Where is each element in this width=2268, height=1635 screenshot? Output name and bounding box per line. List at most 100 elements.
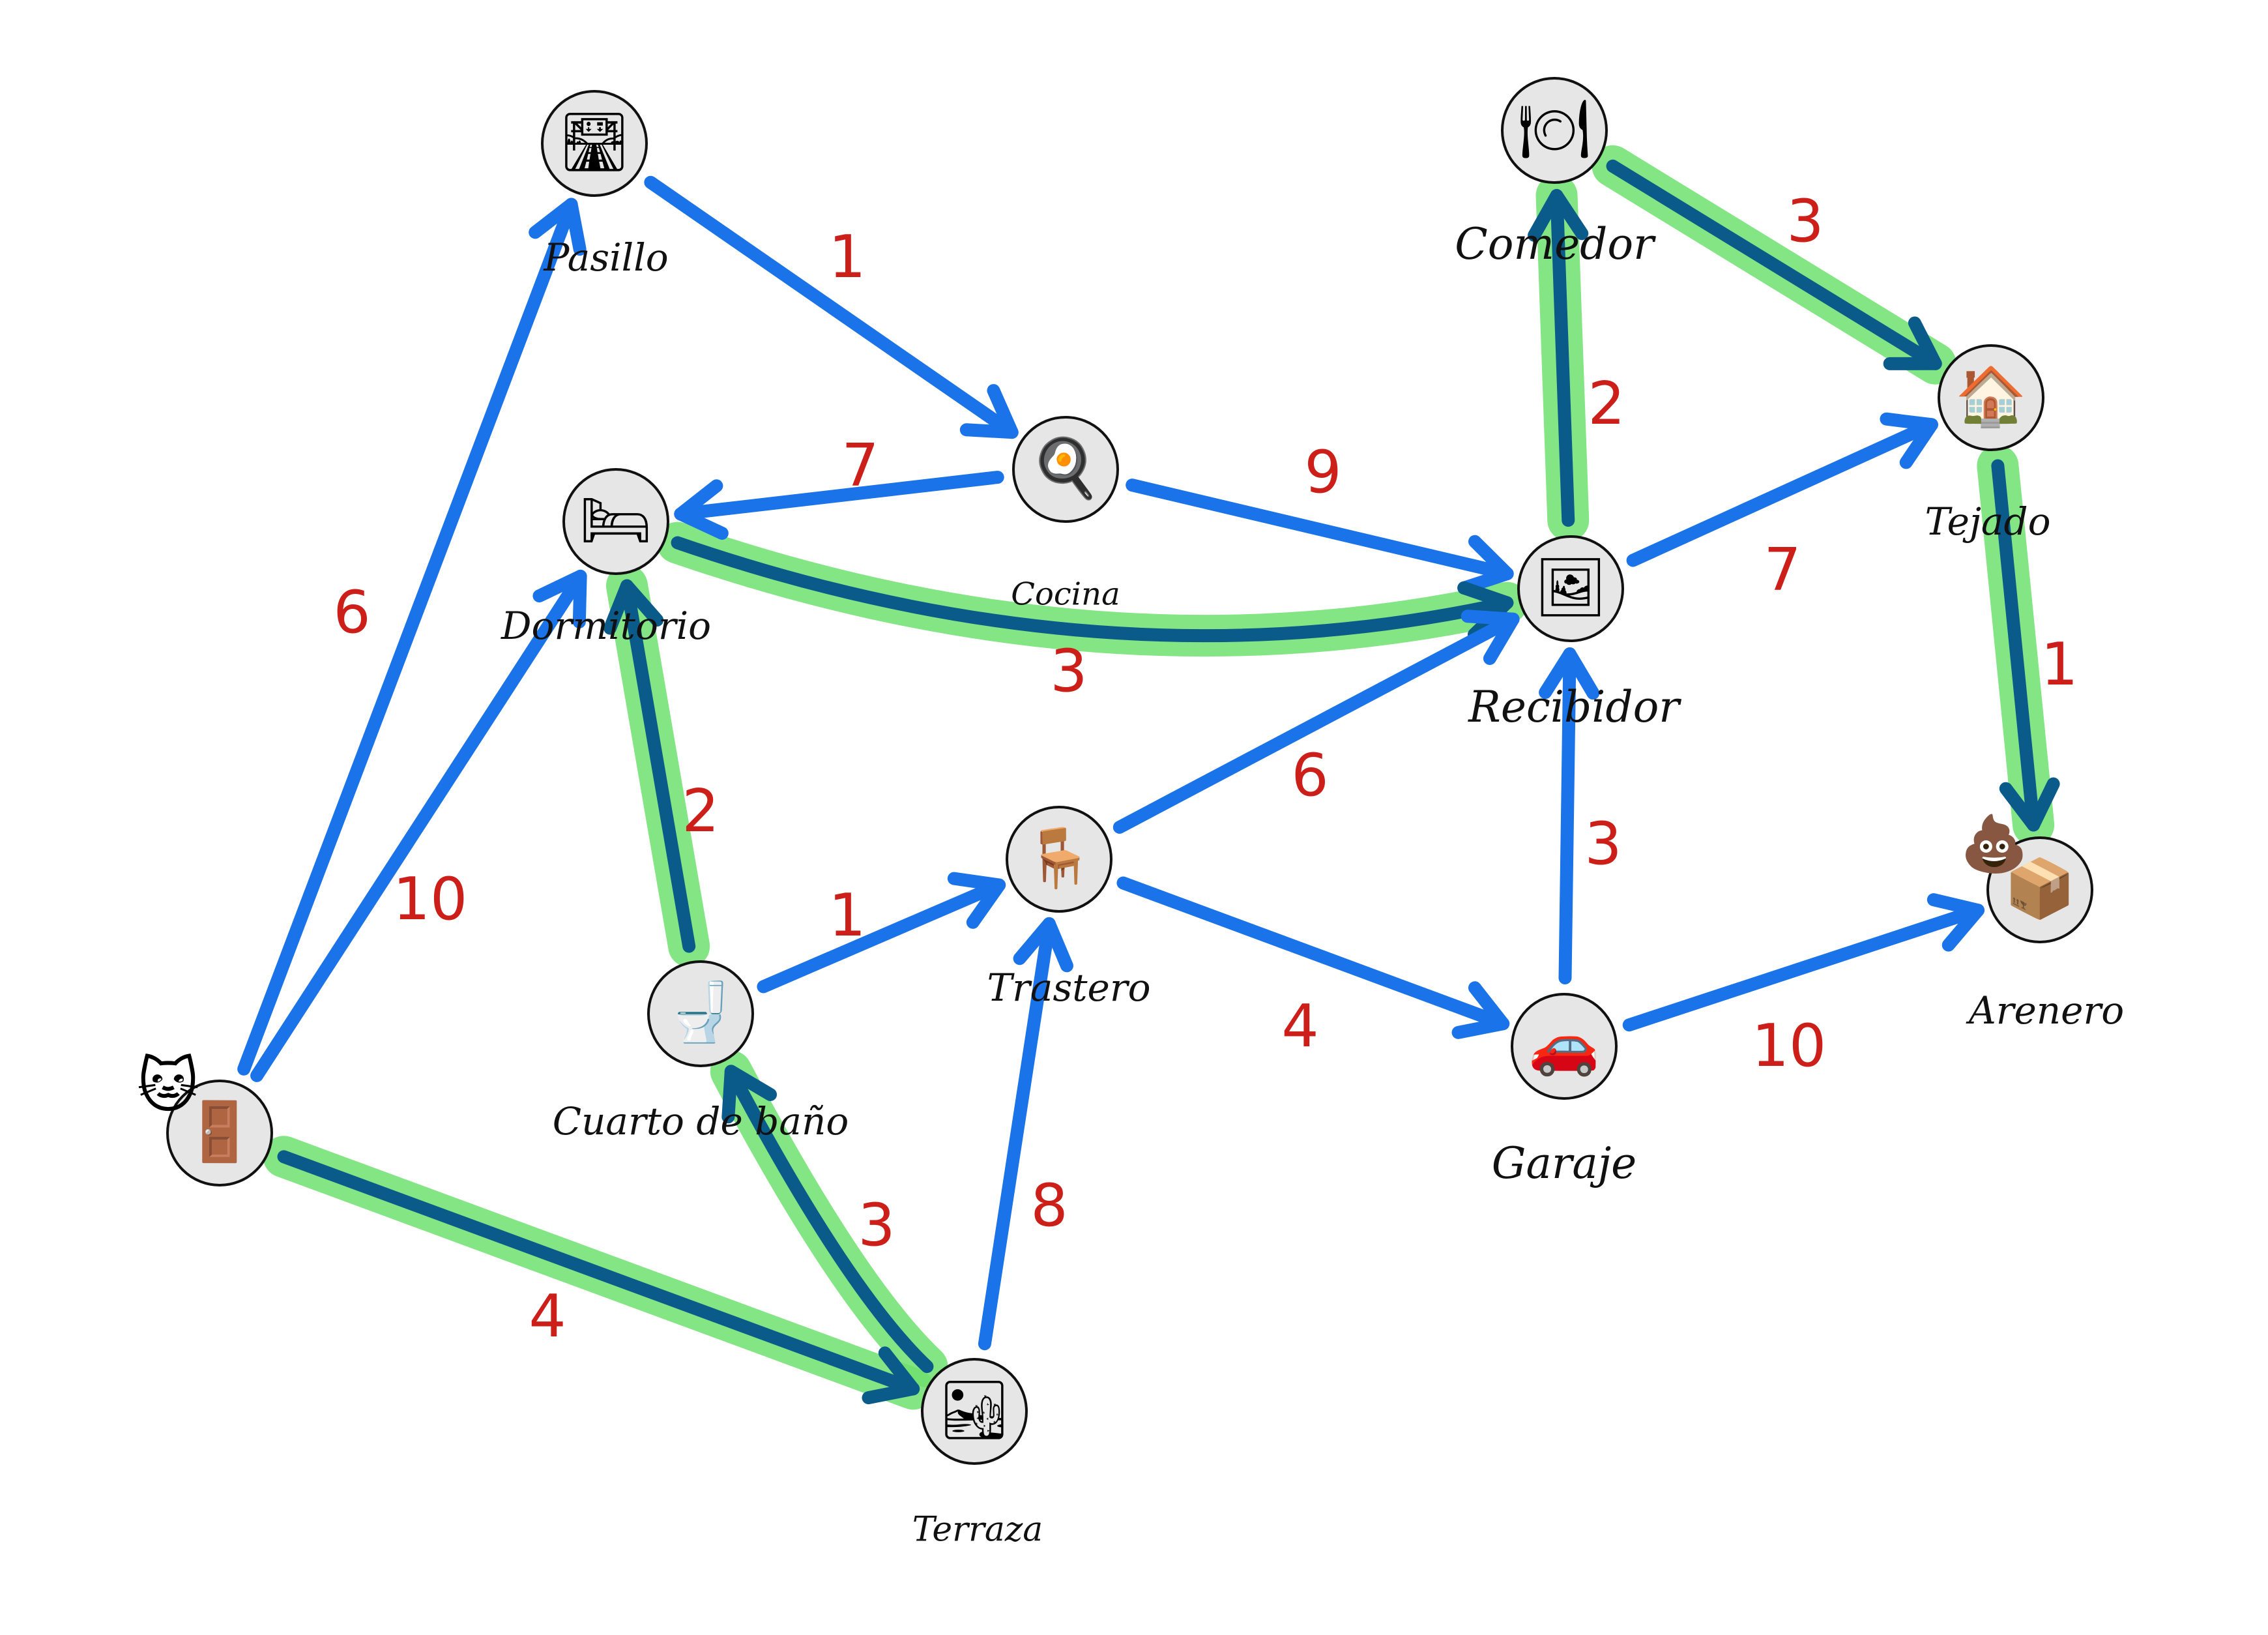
edge-entrada-pasillo xyxy=(237,198,578,1076)
edge-weight-comedor-tejado: 3 xyxy=(1786,187,1824,256)
fork-knife-plate-icon: 🍽 xyxy=(1518,95,1591,162)
edge-weight-tejado-arenero: 1 xyxy=(2041,630,2078,699)
edge-weight-entrada-dormitorio: 10 xyxy=(393,865,468,934)
arrowhead-recibidor-comedor xyxy=(1528,188,1589,242)
car-icon: 🚗 xyxy=(1528,1011,1600,1078)
edge-weight-dormitorio-recibidor: 3 xyxy=(1050,637,1087,705)
edge-cocina-recibidor xyxy=(1126,479,1514,581)
arrowhead-entrada-dormitorio xyxy=(532,569,587,628)
edge-bano-trastero xyxy=(757,878,1006,994)
house-icon: 🏠 xyxy=(1955,362,2027,430)
edge-recibidor-tejado xyxy=(1626,418,1938,567)
highway-icon: 🛣 xyxy=(558,108,631,175)
arrowhead-trastero-recibidor xyxy=(1461,610,1520,665)
edge-entrada-dormitorio xyxy=(250,569,587,1082)
nodes: 🚪 🛣 🛏 🍳 🖼 🍽 🏠 📦 🪑 🚽 🚗 🏜 xyxy=(166,77,2093,1465)
edge-weight-garaje-recibidor: 3 xyxy=(1584,810,1621,878)
node-label-garaje: Garaje xyxy=(1492,1138,1637,1188)
node-pasillo: 🛣 xyxy=(541,90,648,197)
edge-garaje-arenero xyxy=(1622,904,1984,1032)
shortest-path-highlight xyxy=(263,145,2055,1410)
node-label-bano: Cuarto de baño xyxy=(553,1099,849,1143)
node-trastero: 🪑 xyxy=(1006,806,1112,913)
edge-cocina-dormitorio xyxy=(674,471,1004,521)
node-label-terraza: Terraza xyxy=(912,1510,1043,1550)
node-label-recibidor: Recibidor xyxy=(1468,682,1681,732)
edge-tejado-arenero xyxy=(1991,459,2041,832)
node-arenero: 📦 xyxy=(1986,836,2093,943)
edge-entrada-terraza xyxy=(277,1150,920,1396)
edge-trastero-garaje xyxy=(1116,876,1510,1031)
node-label-tejado: Tejado xyxy=(1925,499,2050,544)
toilet-icon: 🚽 xyxy=(665,979,736,1046)
edge-terraza-trastero xyxy=(978,917,1056,1351)
arrowhead-garaje-arenero xyxy=(1926,893,1984,952)
edge-weight-terraza-trastero: 8 xyxy=(1030,1171,1068,1240)
arrowhead-tejado-arenero xyxy=(1999,777,2060,832)
arrowhead-bano-dormitorio xyxy=(603,579,664,635)
node-label-pasillo: Pasillo xyxy=(543,235,668,280)
arrowhead-bano-trastero xyxy=(947,872,1006,929)
arrowhead-entrada-terraza xyxy=(862,1346,920,1405)
arrowhead-terraza-trastero xyxy=(1013,917,1073,973)
poop-icon: 💩 xyxy=(1960,812,2029,876)
arrowhead-cocina-recibidor xyxy=(1457,535,1514,595)
markers: 🐱💩 xyxy=(137,812,2028,1121)
edge-weight-cocina-dormitorio: 7 xyxy=(841,432,879,500)
edge-weight-entrada-terraza: 4 xyxy=(529,1282,566,1351)
bed-icon: 🛏 xyxy=(579,486,652,553)
edge-weight-terraza-bano: 3 xyxy=(858,1191,895,1259)
edges xyxy=(237,159,2060,1405)
node-label-trastero: Trastero xyxy=(987,965,1150,1010)
edge-weight-garaje-arenero: 10 xyxy=(1752,1012,1827,1080)
edge-bano-dormitorio xyxy=(620,579,696,953)
arrowhead-pasillo-cocina xyxy=(959,384,1019,439)
box-icon: 📦 xyxy=(2004,855,2076,922)
arrowhead-terraza-bano xyxy=(721,1065,778,1124)
framed-picture-icon: 🖼 xyxy=(1534,553,1607,621)
node-comedor: 🍽 xyxy=(1501,77,1608,184)
node-label-cocina: Cocina xyxy=(1011,576,1120,613)
arrowhead-recibidor-tejado xyxy=(1880,412,1938,469)
node-label-comedor: Comedor xyxy=(1455,219,1656,269)
node-dormitorio: 🛏 xyxy=(562,468,669,575)
arrowhead-comedor-tejado xyxy=(1883,316,1942,370)
edge-weight-entrada-pasillo: 6 xyxy=(333,578,370,647)
node-label-arenero: Arenero xyxy=(1966,988,2124,1033)
edge-weight-recibidor-tejado: 7 xyxy=(1764,536,1801,604)
edge-weight-trastero-recibidor: 6 xyxy=(1291,741,1328,810)
node-label-dormitorio: Dormitorio xyxy=(501,604,711,648)
edge-weights: 6 10 4 1 7 9 3 2 1 3 8 6 4 3 10 2 7 3 1 xyxy=(333,187,2078,1351)
frying-pan-icon: 🍳 xyxy=(1030,434,1101,502)
edge-weight-pasillo-cocina: 1 xyxy=(828,223,865,291)
node-terraza: 🏜 xyxy=(921,1358,1028,1465)
edge-weight-bano-trastero: 1 xyxy=(828,881,865,950)
door-icon: 🚪 xyxy=(184,1098,255,1165)
node-cocina: 🍳 xyxy=(1012,416,1119,523)
node-tejado: 🏠 xyxy=(1938,344,2044,451)
desert-icon: 🏜 xyxy=(938,1376,1011,1443)
edge-weight-cocina-recibidor: 9 xyxy=(1304,438,1341,507)
node-recibidor: 🖼 xyxy=(1517,535,1624,642)
edge-comedor-tejado xyxy=(1606,159,1942,370)
edge-garaje-recibidor xyxy=(1558,647,1577,985)
arrowhead-trastero-garaje xyxy=(1451,981,1510,1039)
edge-dormitorio-recibidor xyxy=(671,536,1514,643)
node-garaje: 🚗 xyxy=(1511,993,1618,1100)
node-bano: 🚽 xyxy=(647,960,754,1067)
edge-terraza-bano xyxy=(724,1065,934,1374)
edge-recibidor-comedor xyxy=(1550,188,1575,527)
arrowhead-cocina-dormitorio xyxy=(674,479,729,540)
node-entrada: 🚪 xyxy=(166,1080,273,1186)
arrowhead-garaje-recibidor xyxy=(1539,647,1600,700)
edge-weight-trastero-garaje: 4 xyxy=(1281,992,1318,1061)
edge-pasillo-cocina xyxy=(644,175,1019,439)
edge-trastero-recibidor xyxy=(1112,612,1520,834)
edge-weight-recibidor-comedor: 2 xyxy=(1588,370,1625,438)
arrowhead-entrada-pasillo xyxy=(529,198,587,256)
cat-face-icon: 🐱 xyxy=(137,1051,199,1121)
edge-weight-bano-dormitorio: 2 xyxy=(682,777,719,846)
chair-icon: 🪑 xyxy=(1023,824,1095,891)
